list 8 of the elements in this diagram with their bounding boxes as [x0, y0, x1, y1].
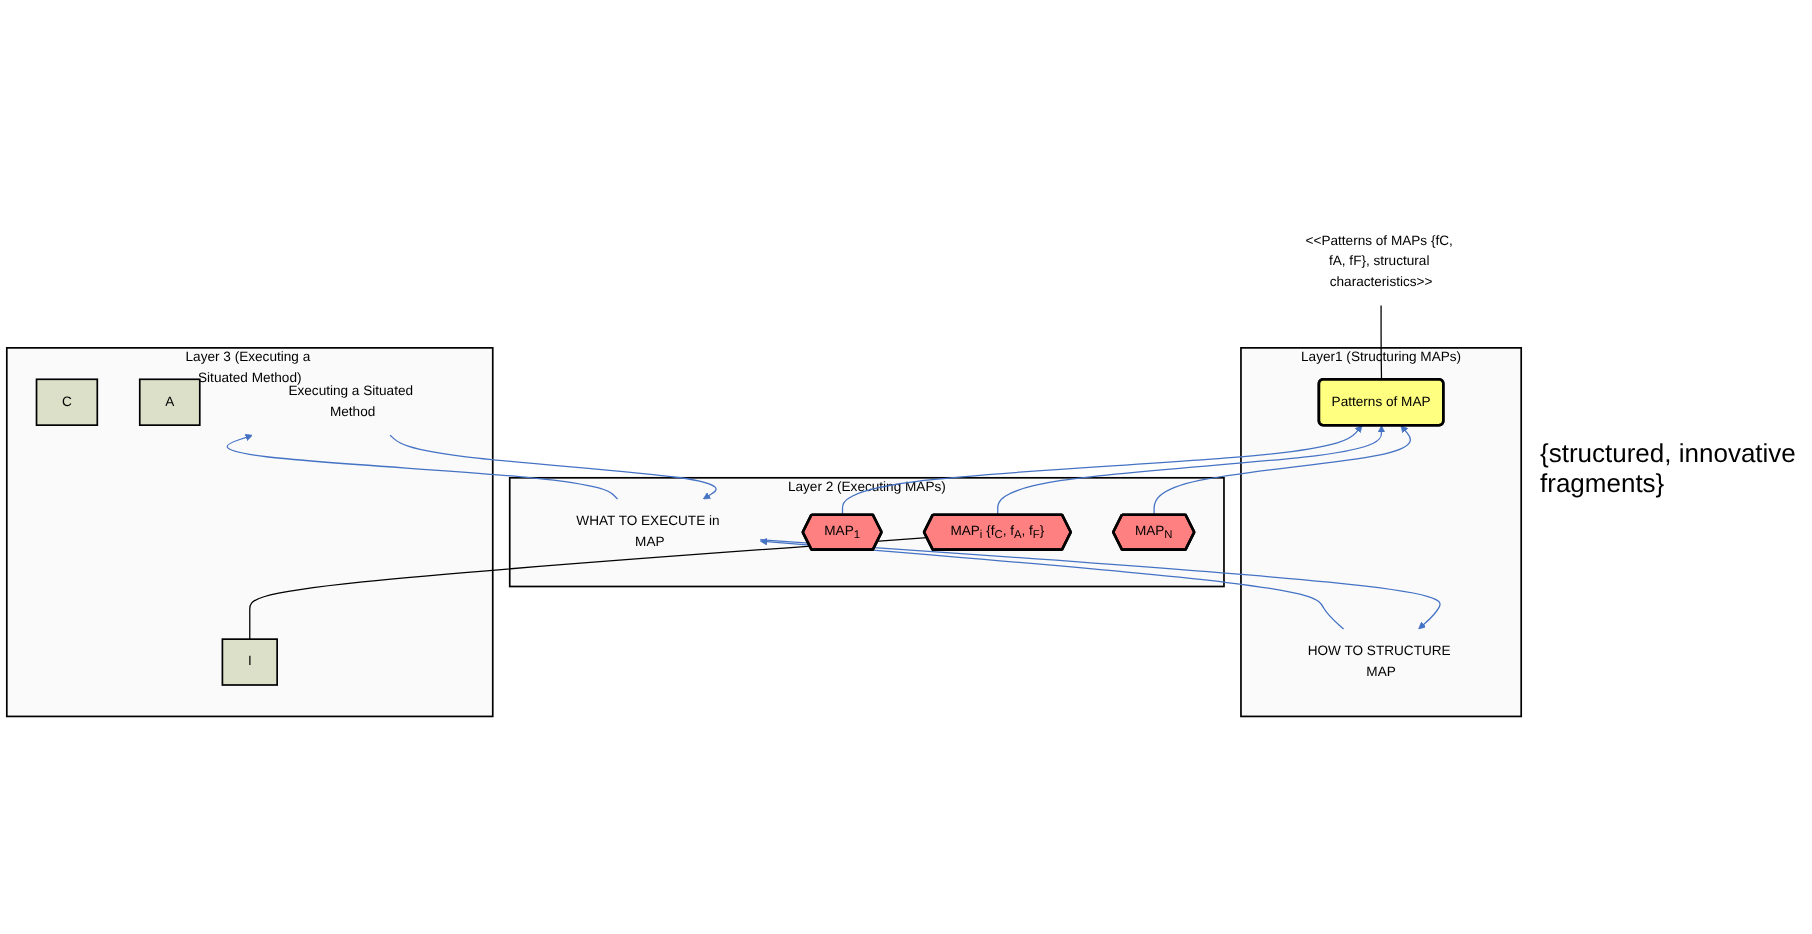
connector — [249, 536, 928, 640]
connector — [1380, 304, 1383, 380]
arrow — [226, 433, 619, 500]
arrow — [1153, 424, 1412, 516]
arrow — [389, 434, 717, 499]
note-text: {structured, innovative fragments} — [1540, 437, 1798, 497]
arrow — [997, 424, 1386, 516]
arrow — [841, 424, 1363, 516]
